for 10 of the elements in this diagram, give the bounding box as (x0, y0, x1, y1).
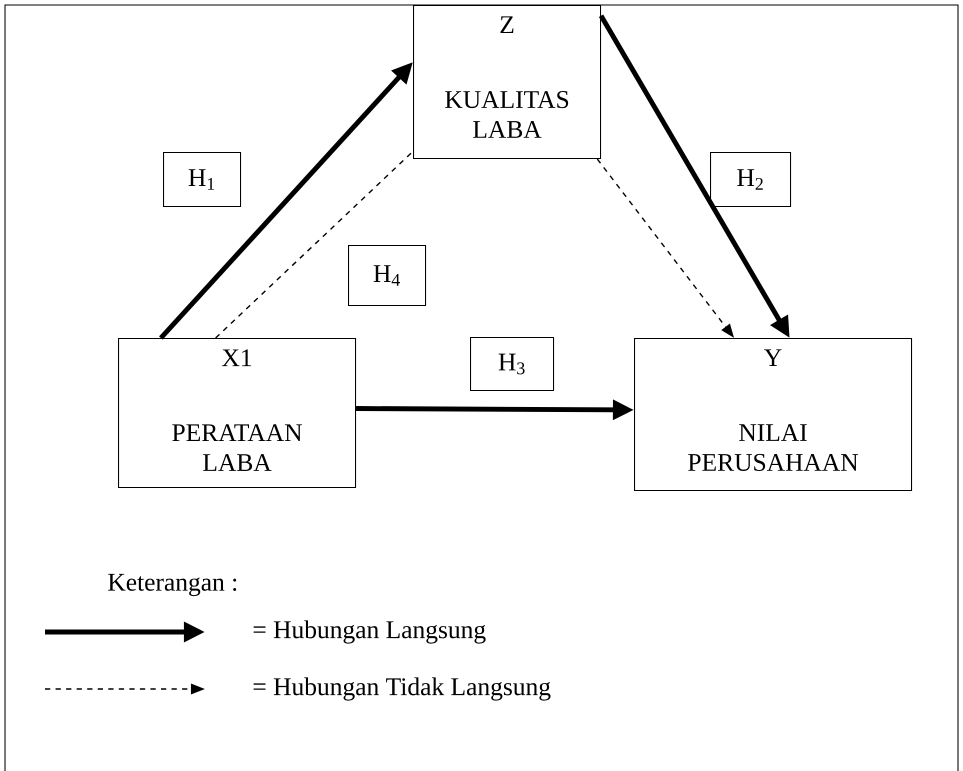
hypothesis-label: H$_{3}$ (470, 337, 554, 392)
legend-text: = Hubungan Tidak Langsung (254, 677, 551, 701)
hypothesis-label: H$_{1}$ (163, 152, 242, 208)
variable-box: X1 PERATAAN LABA (118, 338, 356, 488)
hypothesis-label: H$_{2}$ (710, 152, 792, 208)
legend-text: = Hubungan Langsung (254, 620, 486, 644)
variable-box: Z KUALITAS LABA (413, 5, 602, 160)
legend-heading: Keterangan : (108, 574, 236, 596)
hypothesis-label: H$_{4}$ (348, 245, 426, 306)
variable-box: Y NILAI PERUSAHAAN (634, 338, 912, 492)
